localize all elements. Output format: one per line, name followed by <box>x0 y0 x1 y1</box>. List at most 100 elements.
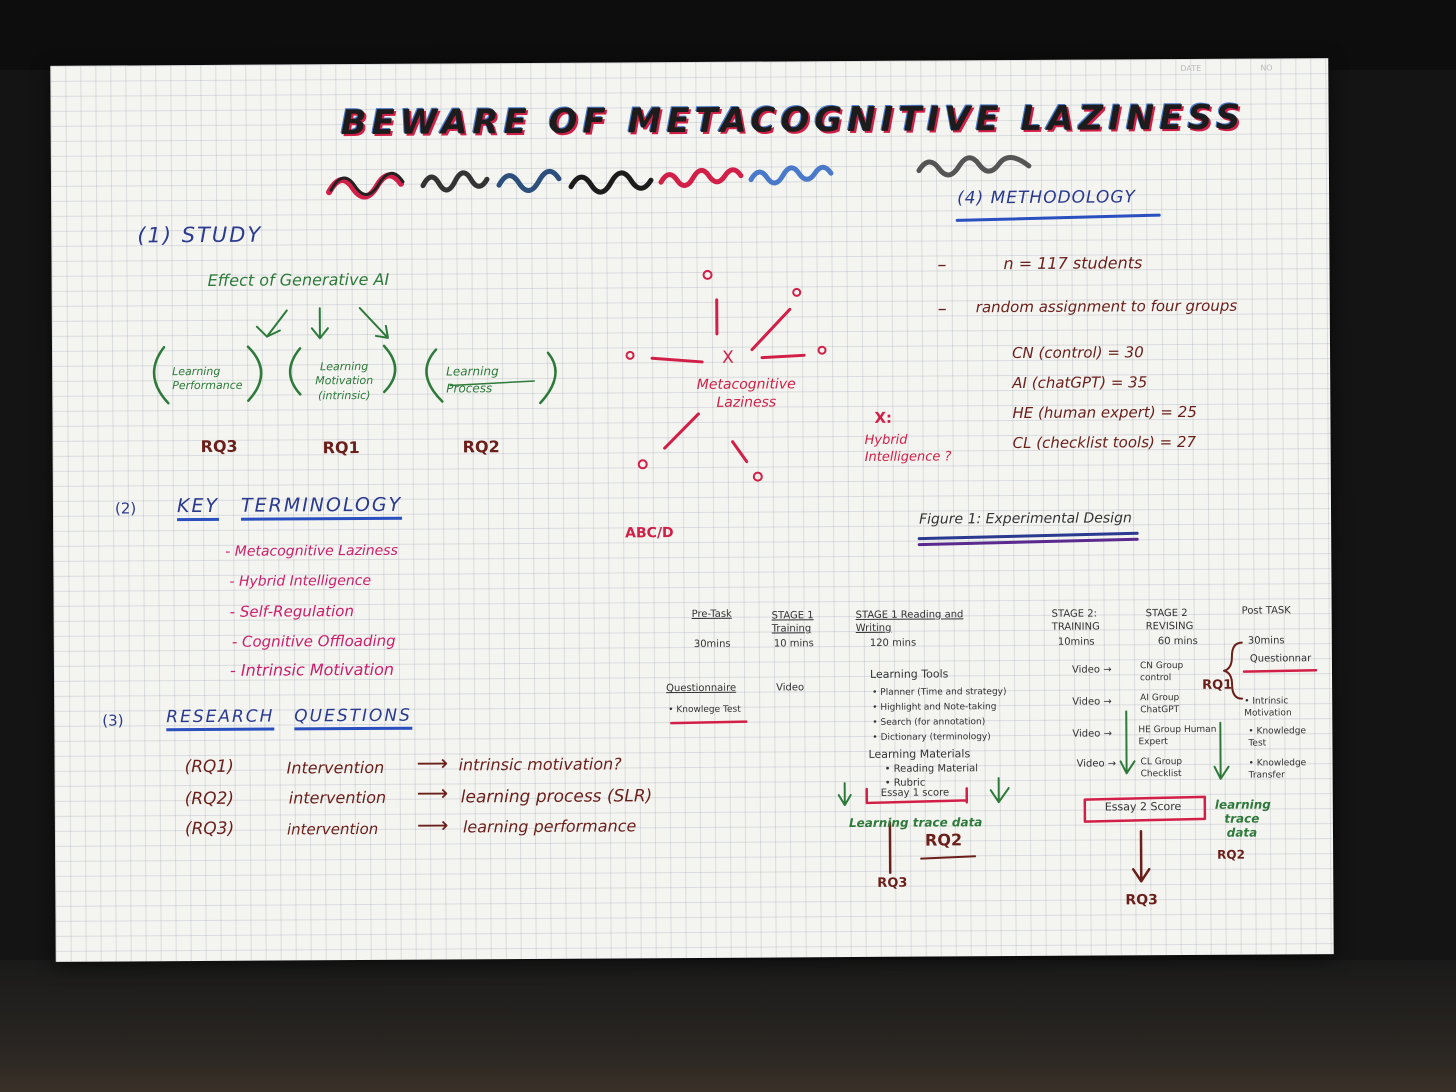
metacognitive-laziness-label: Metacognitive Laziness <box>696 376 796 412</box>
tool-highlight: • Highlight and Note-taking <box>872 702 997 713</box>
stage-1-training-duration: 10 mins <box>773 638 814 650</box>
group-cn: CN (control) = 30 <box>1011 343 1144 363</box>
rq3-label-stage2: RQ3 <box>1125 892 1158 909</box>
essay2-box <box>1083 795 1207 823</box>
squiggle-6 <box>748 164 834 186</box>
term-self-regulation: - Self-Regulation <box>229 602 354 621</box>
rq2-id: (RQ2) <box>184 788 235 810</box>
rq1-to: intrinsic motivation? <box>458 754 622 775</box>
squiggle-5 <box>658 167 744 189</box>
research-number: (3) <box>102 711 124 730</box>
star-node-se <box>752 471 763 482</box>
study-arrow-left <box>255 309 288 338</box>
pretask-knowledge-test: • Knowlege Test <box>668 704 741 716</box>
video-3: Video → <box>1072 728 1113 740</box>
hybrid-intelligence-label: Hybrid Intelligence ? <box>864 432 952 465</box>
stage-pretask: Pre-Task <box>691 608 732 621</box>
rq-label-motivation: RQ1 <box>322 438 360 458</box>
rq2-arrow: ⟶ <box>416 781 449 807</box>
learning-tools-heading: Learning Tools <box>869 667 949 681</box>
figure-title: Figure 1: Experimental Design <box>919 510 1132 528</box>
terminology-heading-terminology: TERMINOLOGY <box>241 494 403 521</box>
essay-1-score: Essay 1 score <box>880 787 950 799</box>
group-ai-chatgpt: AI Group ChatGPT <box>1140 693 1180 715</box>
figure-underline-1 <box>917 531 1139 541</box>
star-node-w <box>625 350 635 360</box>
rq2-from: intervention <box>288 787 387 808</box>
node-performance: Learning Performance <box>172 364 243 393</box>
squiggle-1b <box>329 171 405 196</box>
rq2-label-stage2: RQ2 <box>1217 847 1245 862</box>
star-spoke-ne <box>750 307 792 352</box>
star-node-ne <box>792 287 802 297</box>
sheet-drawings <box>152 155 1318 883</box>
stage-post-task-duration: 30mins <box>1247 635 1285 647</box>
stage-2-revising-duration: 60 mins <box>1157 635 1198 648</box>
tool-search: • Search (for annotation) <box>872 717 986 728</box>
rq3-arrow-right <box>1131 830 1151 883</box>
rq3-to: learning performance <box>462 816 637 837</box>
post-questionnar: Questionnar <box>1249 653 1312 665</box>
green-arrow-right <box>989 777 1010 804</box>
video-2: Video → <box>1072 696 1112 708</box>
group-ai: AI (chatGPT) = 35 <box>1012 373 1148 393</box>
methodology-sample-size: n = 117 students <box>1003 253 1143 274</box>
star-spoke-sw <box>663 412 700 450</box>
squiggle-7 <box>916 155 1032 178</box>
questionnar-underline <box>1242 668 1318 673</box>
study-arrow-right <box>358 307 389 339</box>
rq1-id: (RQ1) <box>184 756 234 778</box>
stage-2-training-duration: 10mins <box>1057 636 1095 648</box>
squiggle-2 <box>420 170 490 193</box>
squiggle-4 <box>568 170 654 195</box>
essay1-box <box>865 787 969 805</box>
group-cl-checklist: CL Group Checklist <box>1140 757 1183 779</box>
squiggle-3 <box>496 168 562 193</box>
rq-label-performance: RQ3 <box>200 436 238 457</box>
training-video: Video <box>776 682 805 694</box>
rq3-arrow: ⟶ <box>416 813 449 839</box>
rq1-arrow: ⟶ <box>416 751 449 777</box>
material-reading: • Reading Material <box>884 763 979 775</box>
rq2-underline <box>920 855 977 860</box>
study-arrow-mid <box>310 307 329 340</box>
strike-through <box>449 380 535 387</box>
group-cn-control: CN Group control <box>1139 661 1184 683</box>
terminology-number: (2) <box>114 499 137 518</box>
pretask-test-underline <box>670 720 748 725</box>
methodology-heading: (4) METHODOLOGY <box>957 187 1136 209</box>
group-cl: CL (checklist tools) = 27 <box>1012 432 1197 453</box>
video-4: Video → <box>1076 758 1117 770</box>
star-node-sw <box>637 459 648 470</box>
post-knowledge-transfer: • Knowledge Transfer <box>1248 758 1307 781</box>
term-cognitive-offloading: - Cognitive Offloading <box>231 631 396 651</box>
tool-dictionary: • Dictionary (terminology) <box>872 732 991 743</box>
rq1-label-post: RQ1 <box>1202 677 1233 693</box>
stage-post-task: Post TASK <box>1241 605 1291 617</box>
rq1-brace <box>1222 641 1244 700</box>
bracket-motivation <box>288 344 397 396</box>
essay-2-score: Essay 2 Score <box>1104 800 1182 814</box>
term-hybrid-intelligence: - Hybrid Intelligence <box>229 572 372 590</box>
learning-trace-data-2: learning trace data <box>1214 797 1271 840</box>
study-root: Effect of Generative AI <box>207 269 390 290</box>
stage-2-training: STAGE 2: TRAINING <box>1051 608 1100 633</box>
abc-d-label: ABC/D <box>625 525 674 542</box>
green-arrow-groups <box>1119 710 1136 775</box>
learning-trace-data-1: Learning trace data <box>848 815 983 831</box>
stage-1-reading: STAGE 1 Reading and Writing <box>855 609 964 635</box>
rq1-from: Intervention <box>286 757 385 778</box>
stage-pretask-duration: 30mins <box>693 638 731 650</box>
rq3-label-stage1: RQ3 <box>877 875 908 891</box>
rq-label-process: RQ2 <box>462 437 500 457</box>
term-metacognitive-laziness: - Metacognitive Laziness <box>225 542 398 560</box>
desk-background-bottom <box>0 960 1456 1092</box>
group-he: HE (human expert) = 25 <box>1012 402 1197 423</box>
node-motivation: Learning Motivation (intrinsic) <box>315 359 374 402</box>
term-intrinsic-motivation: - Intrinsic Motivation <box>229 659 395 680</box>
stage-1-reading-duration: 120 mins <box>869 637 917 649</box>
stage-1-training: STAGE 1 Training <box>771 610 814 635</box>
post-intrinsic-motivation: • Intrinsic Motivation <box>1244 696 1292 719</box>
stage-2-revising: STAGE 2 REVISING <box>1145 607 1194 633</box>
group-he-expert: HE Group Human Expert <box>1138 724 1217 747</box>
